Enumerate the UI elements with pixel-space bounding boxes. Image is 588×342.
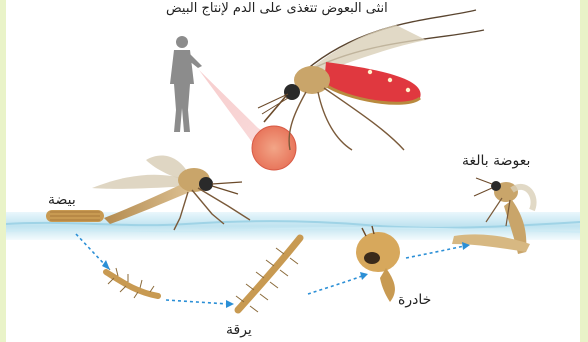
larva xyxy=(106,238,300,312)
stage-label-larva: يرقة xyxy=(226,322,252,338)
feeding-mosquito xyxy=(258,10,484,150)
human-silhouette xyxy=(170,36,202,132)
stage-label-pupa: خادرة xyxy=(398,292,431,308)
arrow-larva-to-pupa xyxy=(308,276,362,294)
arrow-larva-to-larva xyxy=(166,300,228,304)
arrow-pupa-to-adult xyxy=(406,246,464,258)
caption-title: انثى البعوض تتغذى على الدم لإنتاج البيض xyxy=(166,1,388,16)
diagram-artwork xyxy=(6,0,580,342)
egg-raft xyxy=(46,210,104,222)
stage-label-adult: بعوضة بالغة xyxy=(462,153,530,169)
stage-label-egg: بيضة xyxy=(48,192,76,208)
life-cycle-diagram: انثى البعوض تتغذى على الدم لإنتاج البيض … xyxy=(6,0,580,342)
